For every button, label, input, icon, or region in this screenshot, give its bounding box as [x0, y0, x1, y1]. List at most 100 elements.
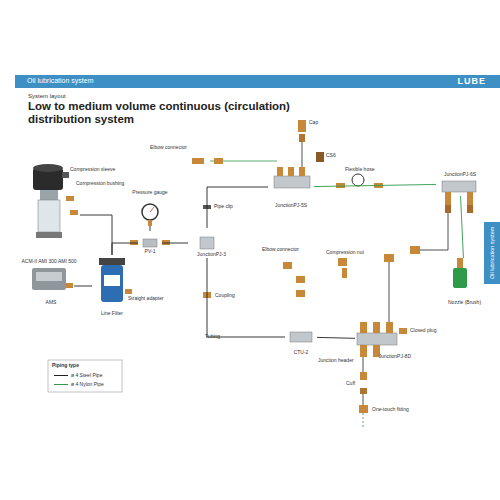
legend-line: [54, 375, 68, 376]
part-label: Compression bushing: [76, 181, 124, 187]
cuff: [360, 388, 367, 394]
ams-tank: [32, 268, 66, 290]
fitting: [374, 183, 383, 188]
gauge-stem: [148, 220, 152, 226]
filter-part: Line Filter: [92, 255, 132, 317]
fitting: [360, 345, 367, 357]
pipe-connector-group: [207, 258, 285, 337]
fitting: [336, 183, 345, 188]
legend-line: [54, 384, 68, 385]
legend-text: ø 4 Steel Pipe: [71, 372, 102, 378]
elbow-connector: [283, 262, 292, 269]
pipe-connector-group: [314, 184, 436, 186]
part-label: Compression nut: [326, 250, 364, 256]
legend-row: ø 4 Steel Pipe: [54, 372, 102, 378]
node-label: Nozzle (Brush): [448, 300, 481, 306]
pipe: [363, 413, 364, 428]
cap-fitting: [298, 120, 306, 132]
fitting: [373, 322, 380, 333]
pipe: [420, 250, 448, 251]
logo-text: LUBE: [458, 76, 487, 86]
part-label: Closed plug: [410, 328, 436, 334]
fitting: [342, 268, 347, 278]
junction-illustration: [192, 120, 324, 188]
node-label: Oil lubrication system: [489, 225, 495, 281]
filter-body: [101, 265, 123, 302]
fitting: [66, 283, 73, 288]
gauge-dial: [142, 204, 158, 220]
part-label: One-touch fitting: [372, 407, 409, 413]
page-title: Low to medium volume continuous (circula…: [28, 100, 298, 125]
part-label: Coupling: [215, 293, 235, 299]
part-label: Flexible hose: [345, 167, 374, 173]
part-label: Cuff: [346, 381, 355, 387]
part-label: Elbow connector: [150, 145, 187, 151]
junction-part: JunctionPJ-3: [188, 228, 226, 258]
elbow-connector: [296, 290, 305, 297]
filter-illustration: [99, 258, 132, 302]
gauge-needle: [150, 207, 154, 212]
node-label: Line Filter: [101, 311, 123, 317]
part-label: CS6: [326, 153, 336, 159]
legend-line-sample: [54, 373, 68, 378]
node-label: Pressure gauge: [132, 190, 167, 196]
legend-row: ø 4 Nylon Pipe: [54, 381, 104, 387]
part-label: Cap: [309, 120, 318, 126]
pipe: [389, 262, 390, 322]
fitting: [299, 134, 305, 142]
junction-block: [442, 181, 476, 192]
junction-part: JunctionPJ-5S: [268, 165, 314, 209]
filter-head: [99, 258, 125, 265]
part-label: Pipe clip: [214, 204, 233, 210]
part-label: Compression sleeve: [70, 167, 115, 173]
part-label: Elbow connector: [262, 247, 299, 253]
node-label: JunctionPJ-5S: [275, 203, 307, 209]
coupling: [203, 292, 211, 298]
part-label: Junction header: [318, 358, 354, 364]
fitting: [214, 158, 223, 164]
node-label: AMS: [46, 300, 57, 306]
node-label: PV-1: [145, 249, 156, 255]
gauge-illustration: [142, 204, 158, 226]
pipe-line: [314, 184, 436, 186]
elbow-fitting: [410, 246, 420, 254]
nozzle-fitting: [457, 258, 463, 268]
fitting: [288, 167, 294, 176]
compression-nut: [338, 258, 347, 266]
pipe-line: [150, 226, 151, 231]
nozzle-brush: [453, 268, 467, 288]
pipe: [363, 394, 364, 405]
pipe-connector-group: [317, 337, 355, 339]
pipe-line: [162, 243, 188, 244]
pump-base: [36, 232, 62, 238]
valve-part: PV-1: [138, 231, 162, 255]
straight-adapter: [125, 289, 132, 294]
closed-plug: [399, 328, 407, 334]
part-label: Straight adapter: [128, 296, 164, 302]
oil-bowl: [38, 200, 60, 232]
gauge-part: Pressure gauge: [130, 190, 170, 226]
legend-frame: [48, 360, 122, 392]
part-label: Tubing: [205, 334, 220, 340]
pipe-line: [112, 243, 138, 255]
fitting: [162, 240, 170, 245]
fitting: [360, 322, 367, 333]
pipe-connector-group: [162, 243, 188, 244]
junction-block: [274, 176, 310, 188]
elbow-connector: [296, 276, 305, 283]
node-label: ACM-II AMI 300 AMI 500: [21, 259, 76, 265]
ams-illustration: [32, 268, 73, 290]
part-label: Piping type: [52, 363, 79, 369]
fitting: [445, 205, 451, 213]
fitting: [277, 167, 283, 176]
node-label: Oil lubrication system: [27, 77, 94, 85]
fitting: [467, 205, 473, 213]
junction-part: JunctionPJ-8D: [355, 318, 411, 360]
fitting: [360, 372, 367, 380]
pipe-line: [80, 215, 112, 255]
junction-block: [200, 237, 214, 249]
section-heading: System layout: [28, 93, 66, 100]
elbow-fitting: [384, 254, 394, 262]
pipe-connector-group: [74, 286, 92, 287]
